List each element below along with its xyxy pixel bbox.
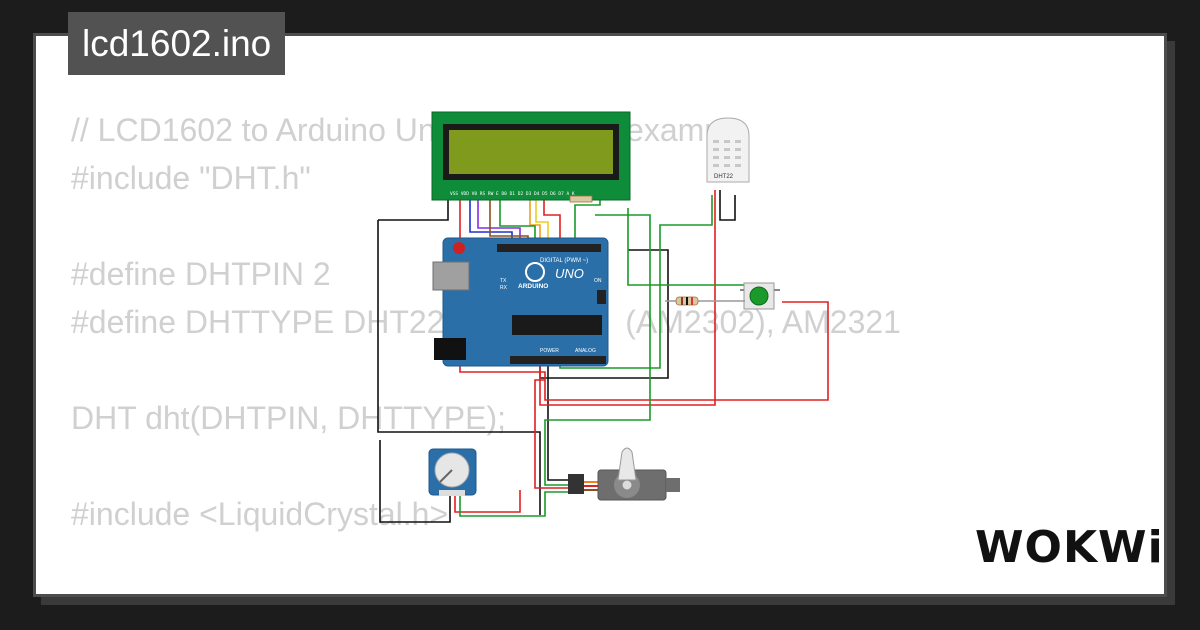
wire-green — [459, 491, 568, 517]
arduino-power-label: POWER — [540, 348, 559, 354]
wire-black — [377, 220, 541, 515]
code-line: #include <LiquidCrystal.h> — [71, 496, 449, 532]
wire-blue — [469, 198, 513, 240]
arduino-uno-board: DIGITAL (PWM ~) UNO ARDUINO ON TX RX POW… — [432, 237, 609, 367]
project-filename[interactable]: lcd1602.ino — [68, 12, 286, 75]
lcd1602-module: VSS VDD V0 RS RW E D0 D1 D2 D3 D4 D5 D6 … — [431, 111, 631, 203]
push-button — [740, 282, 780, 310]
servo-motor — [568, 447, 680, 501]
dht22-sensor: DHT22 — [706, 117, 750, 183]
code-line: #define DHTPIN 2 — [71, 256, 331, 292]
wire-red — [539, 190, 716, 406]
code-line: #include "DHT.h" — [71, 160, 311, 196]
code-line: DHT dht(DHTPIN, DHTTYPE); — [71, 400, 506, 436]
wire-red — [454, 490, 521, 513]
arduino-digital-label: DIGITAL (PWM ~) — [540, 258, 588, 264]
wire-yellow — [535, 198, 549, 240]
wire-red — [534, 379, 568, 489]
wire-black — [379, 440, 451, 523]
lcd-pin-labels: VSS VDD V0 RS RW E D0 D1 D2 D3 D4 D5 D6 … — [450, 191, 575, 197]
wire-orange — [529, 198, 541, 240]
arduino-on-label: ON — [594, 278, 602, 284]
wire-red — [543, 198, 561, 240]
arduino-rx-label: RX — [500, 285, 508, 291]
wokwi-logo[interactable]: WOKWi — [975, 522, 1164, 573]
wire-green — [559, 195, 713, 369]
arduino-tx-label: TX — [500, 278, 507, 284]
wire-black — [378, 200, 449, 221]
code-preview: // LCD1602 to Arduino Uno connection exa… — [71, 106, 901, 594]
wire-green — [499, 198, 536, 240]
wire-purple — [477, 198, 521, 240]
arduino-analog-label: ANALOG — [575, 348, 596, 354]
wire-green — [627, 208, 745, 286]
resistor — [665, 296, 745, 306]
wire-green — [544, 214, 651, 486]
arduino-brand-label: ARDUINO — [518, 283, 548, 290]
wire-black — [719, 190, 736, 221]
code-line: LiquidCrystal lcd(12, 11, 10, 9, 8, 7); — [71, 586, 901, 594]
potentiometer — [428, 448, 477, 496]
wire-brown — [489, 198, 529, 240]
arduino-model-label: UNO — [555, 266, 584, 281]
wire-red — [459, 200, 829, 401]
dht22-label: DHT22 — [714, 174, 734, 180]
